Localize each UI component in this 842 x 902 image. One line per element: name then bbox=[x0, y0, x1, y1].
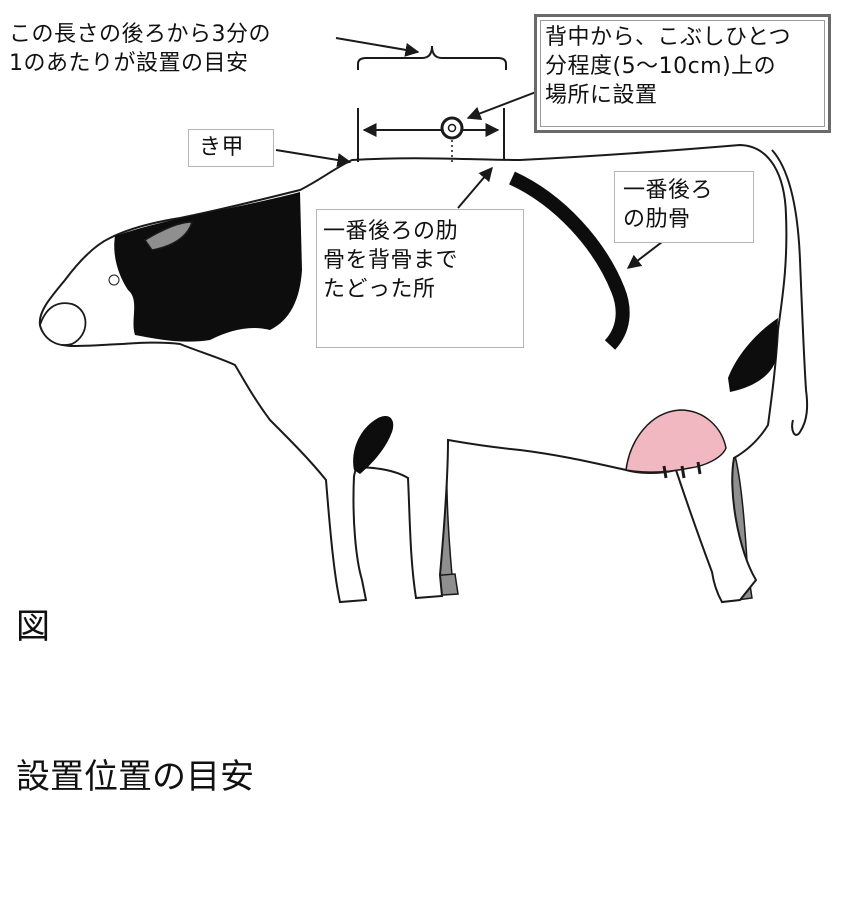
arrow-trace-to-spine bbox=[457, 166, 493, 209]
circle-target-icon bbox=[440, 116, 464, 140]
figure-title: 設置位置の目安 bbox=[16, 757, 254, 797]
cow-muzzle bbox=[39, 302, 87, 346]
arrow-withers bbox=[275, 149, 352, 167]
cow-tail bbox=[771, 149, 809, 436]
callout-withers: き甲 bbox=[188, 129, 274, 167]
arrow-last-rib bbox=[626, 241, 663, 269]
black-patch-head-neck bbox=[114, 192, 303, 342]
cow-udder bbox=[625, 409, 727, 473]
cow-eye bbox=[108, 274, 120, 286]
last-rib-line bbox=[509, 171, 630, 350]
callout-spine-trace: 一番後ろの肋 骨を背骨まで たどった所 bbox=[316, 209, 524, 348]
black-patch-chest bbox=[353, 415, 394, 474]
length-brace bbox=[357, 45, 507, 70]
black-patch-hip bbox=[728, 318, 778, 392]
figure-label: 図 bbox=[16, 607, 50, 647]
udder-teats bbox=[662, 461, 702, 479]
cow-placement-diagram: この長さの後ろから3分の 1のあたりが設置の目安 背中から、こぶしひとつ 分程度… bbox=[4, 14, 831, 797]
callout-placement-height: 背中から、こぶしひとつ 分程度(5～10cm)上の 場所に設置 bbox=[534, 14, 831, 133]
cow-illustration bbox=[38, 37, 809, 604]
callout-last-rib: 一番後ろ の肋骨 bbox=[614, 171, 754, 243]
arrow-length-to-brace bbox=[335, 37, 420, 57]
figure-caption: 図 設置位置の目安 bbox=[16, 502, 254, 902]
callout-length-guide: この長さの後ろから3分の 1のあたりが設置の目安 bbox=[4, 15, 330, 87]
arrow-placement-to-marker bbox=[466, 91, 537, 121]
cow-ear bbox=[143, 221, 193, 251]
